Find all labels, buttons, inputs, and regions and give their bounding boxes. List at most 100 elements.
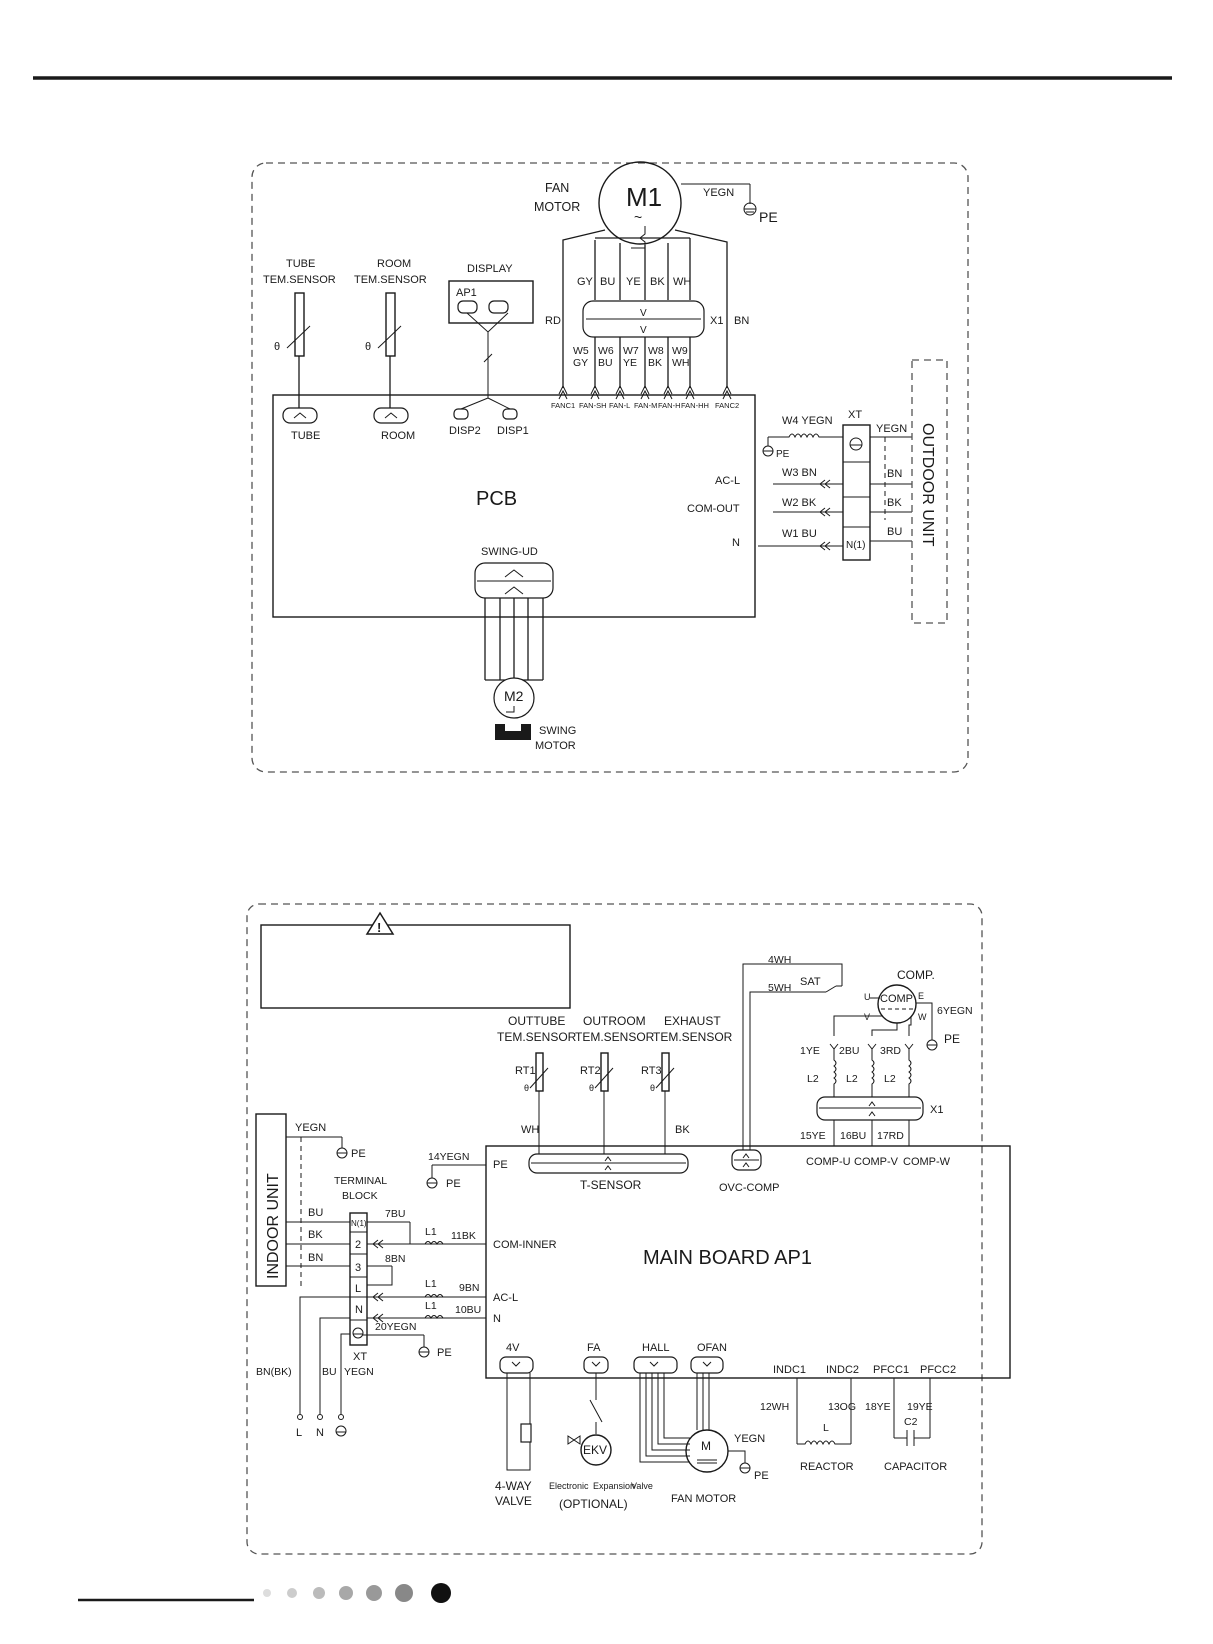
bu-out-label: BU: [887, 526, 902, 538]
footer-dot-1: [263, 1589, 271, 1597]
lead-bu: BU: [598, 357, 613, 369]
main-board: [485, 1145, 1011, 1379]
room-port-label: ROOM: [381, 430, 415, 442]
com-inner-label: COM-INNER: [493, 1239, 557, 1251]
rt3-theta: θ: [650, 1083, 655, 1093]
ye18-label: 18YE: [865, 1401, 891, 1413]
footer-dot-5: [366, 1585, 382, 1601]
bn-out-label: BN: [887, 468, 902, 480]
lead-w7: W7: [623, 345, 639, 357]
optional-label: (OPTIONAL): [559, 1497, 628, 1511]
x1-v-bottom: V: [640, 325, 647, 336]
outtube-label-2: TEM.SENSOR: [497, 1030, 577, 1044]
pe-bottom-label: PE: [437, 1347, 452, 1359]
xt-label: XT: [848, 409, 862, 421]
bu7-label: 7BU: [385, 1208, 405, 1220]
exhaust-label-2: TEM.SENSOR: [653, 1030, 733, 1044]
l2-c: L2: [884, 1073, 896, 1085]
yegn-top-label: YEGN: [295, 1122, 326, 1134]
xt-n1-label: N(1): [846, 540, 865, 551]
footer-dot-2: [287, 1588, 297, 1598]
terminal-block-label-1: TERMINAL: [334, 1175, 387, 1187]
yegn14-label: 14YEGN: [428, 1151, 469, 1163]
swing-motor-label-2: MOTOR: [535, 740, 576, 752]
comp-label: COMP: [880, 993, 913, 1005]
w3-bn-label: W3 BN: [782, 467, 817, 479]
xt-out-label: XT: [353, 1351, 367, 1363]
outdoor-diagram-border: [246, 903, 983, 1555]
rt3-label: RT3: [641, 1065, 662, 1077]
bn9-label: 9BN: [459, 1282, 479, 1294]
port-ofan: OFAN: [697, 1342, 727, 1354]
main-board-bottom-ports: 4V FA HALL OFAN INDC1 INDC2 PFCC1 PFCC2: [499, 1342, 956, 1376]
wire-17rd: 17RD: [877, 1130, 904, 1142]
tube-sensor-label-1: TUBE: [286, 258, 315, 270]
tb-3: 3: [355, 1262, 361, 1274]
wire-3rd: 3RD: [880, 1045, 901, 1057]
port-fanc2: FANC2: [715, 401, 739, 410]
disp2-label: DISP2: [449, 425, 481, 437]
comp-w: W: [918, 1012, 927, 1022]
outdoor-wiring-diagram: ! MAIN BOARD AP1 4WH 5WH SAT COMP. COMP …: [246, 903, 1011, 1555]
rt1-wire-wh: WH: [521, 1124, 539, 1136]
pe-mid-label: PE: [446, 1178, 461, 1190]
capacitor-label: CAPACITOR: [884, 1461, 947, 1473]
x1-v-top: V: [640, 308, 647, 319]
yegn-bottom-label: YEGN: [344, 1366, 374, 1378]
display-board: DISPLAY AP1 DISP2 DISP1: [448, 263, 534, 437]
terminal-block-connections: INDOOR UNIT YEGN PE TERMINAL BLOCK BU BK…: [255, 1113, 557, 1439]
port-fan-sh: FAN-SH: [579, 401, 607, 410]
four-way-label-2: VALVE: [495, 1494, 532, 1508]
page-footer: [78, 1583, 451, 1603]
sat-label: SAT: [800, 976, 821, 988]
motor-wire-bu: BU: [600, 276, 615, 288]
indoor-unit-box: [255, 1113, 287, 1287]
port-fan-m: FAN-M: [634, 401, 657, 410]
wh5-label: 5WH: [768, 982, 791, 994]
lead-w6: W6: [598, 345, 614, 357]
l1-c: L1: [425, 1300, 437, 1312]
pfcc2-label: PFCC2: [920, 1364, 956, 1376]
ekv-label: EKV: [583, 1443, 607, 1457]
indc1-label: INDC1: [773, 1364, 806, 1376]
expansion-label: Expansion: [593, 1481, 635, 1491]
swing-motor-label-1: SWING: [539, 725, 576, 737]
warning-icon: [365, 911, 395, 935]
fan-motor-label-1: FAN: [545, 181, 569, 195]
bn-label: BN: [734, 315, 749, 327]
bk-left: BK: [308, 1229, 323, 1241]
m2-label: M2: [504, 688, 524, 704]
fan-motor-label-2: MOTOR: [534, 200, 580, 214]
fan-motor-yegn-label: YEGN: [734, 1433, 765, 1445]
outdoor-temperature-sensors: OUTTUBE TEM.SENSOR OUTROOM TEM.SENSOR EX…: [497, 1014, 780, 1194]
comp-v-port: COMP-V: [854, 1156, 899, 1168]
lead-gy: GY: [573, 357, 588, 369]
n-label-out: N: [493, 1313, 501, 1325]
comp-w-port: COMP-W: [903, 1156, 951, 1168]
bottom-l: L: [296, 1427, 302, 1439]
reactor-label: REACTOR: [800, 1461, 854, 1473]
comp-u: U: [864, 992, 871, 1002]
room-sensor-label-1: ROOM: [377, 258, 411, 270]
room-sensor-label-2: TEM.SENSOR: [354, 274, 427, 286]
outtube-label-1: OUTTUBE: [508, 1014, 565, 1028]
bk11-label: 11BK: [451, 1230, 476, 1242]
comp-yegn6: 6YEGN: [937, 1005, 973, 1017]
lead-w8: W8: [648, 345, 664, 357]
bottom-devices: 4-WAY VALVE EKV Electronic Expansion Val…: [495, 1373, 769, 1511]
comp-title: COMP.: [897, 968, 935, 982]
lead-w9: W9: [672, 345, 688, 357]
wh4-label: 4WH: [768, 954, 791, 966]
pcb-label: PCB: [476, 488, 517, 510]
bn-left: BN: [308, 1252, 323, 1264]
port-4v: 4V: [506, 1342, 520, 1354]
rd-label: RD: [545, 315, 561, 327]
wire-16bu: 16BU: [840, 1130, 866, 1142]
fan-motor-m1: M1 ~ FAN MOTOR YEGN PE: [534, 161, 778, 249]
footer-dot-4: [339, 1586, 353, 1600]
rt1-label: RT1: [515, 1065, 536, 1077]
display-label: DISPLAY: [467, 263, 513, 275]
wire-2bu: 2BU: [839, 1045, 859, 1057]
ap1-label: AP1: [456, 287, 477, 299]
ac-l-label: AC-L: [715, 475, 740, 487]
